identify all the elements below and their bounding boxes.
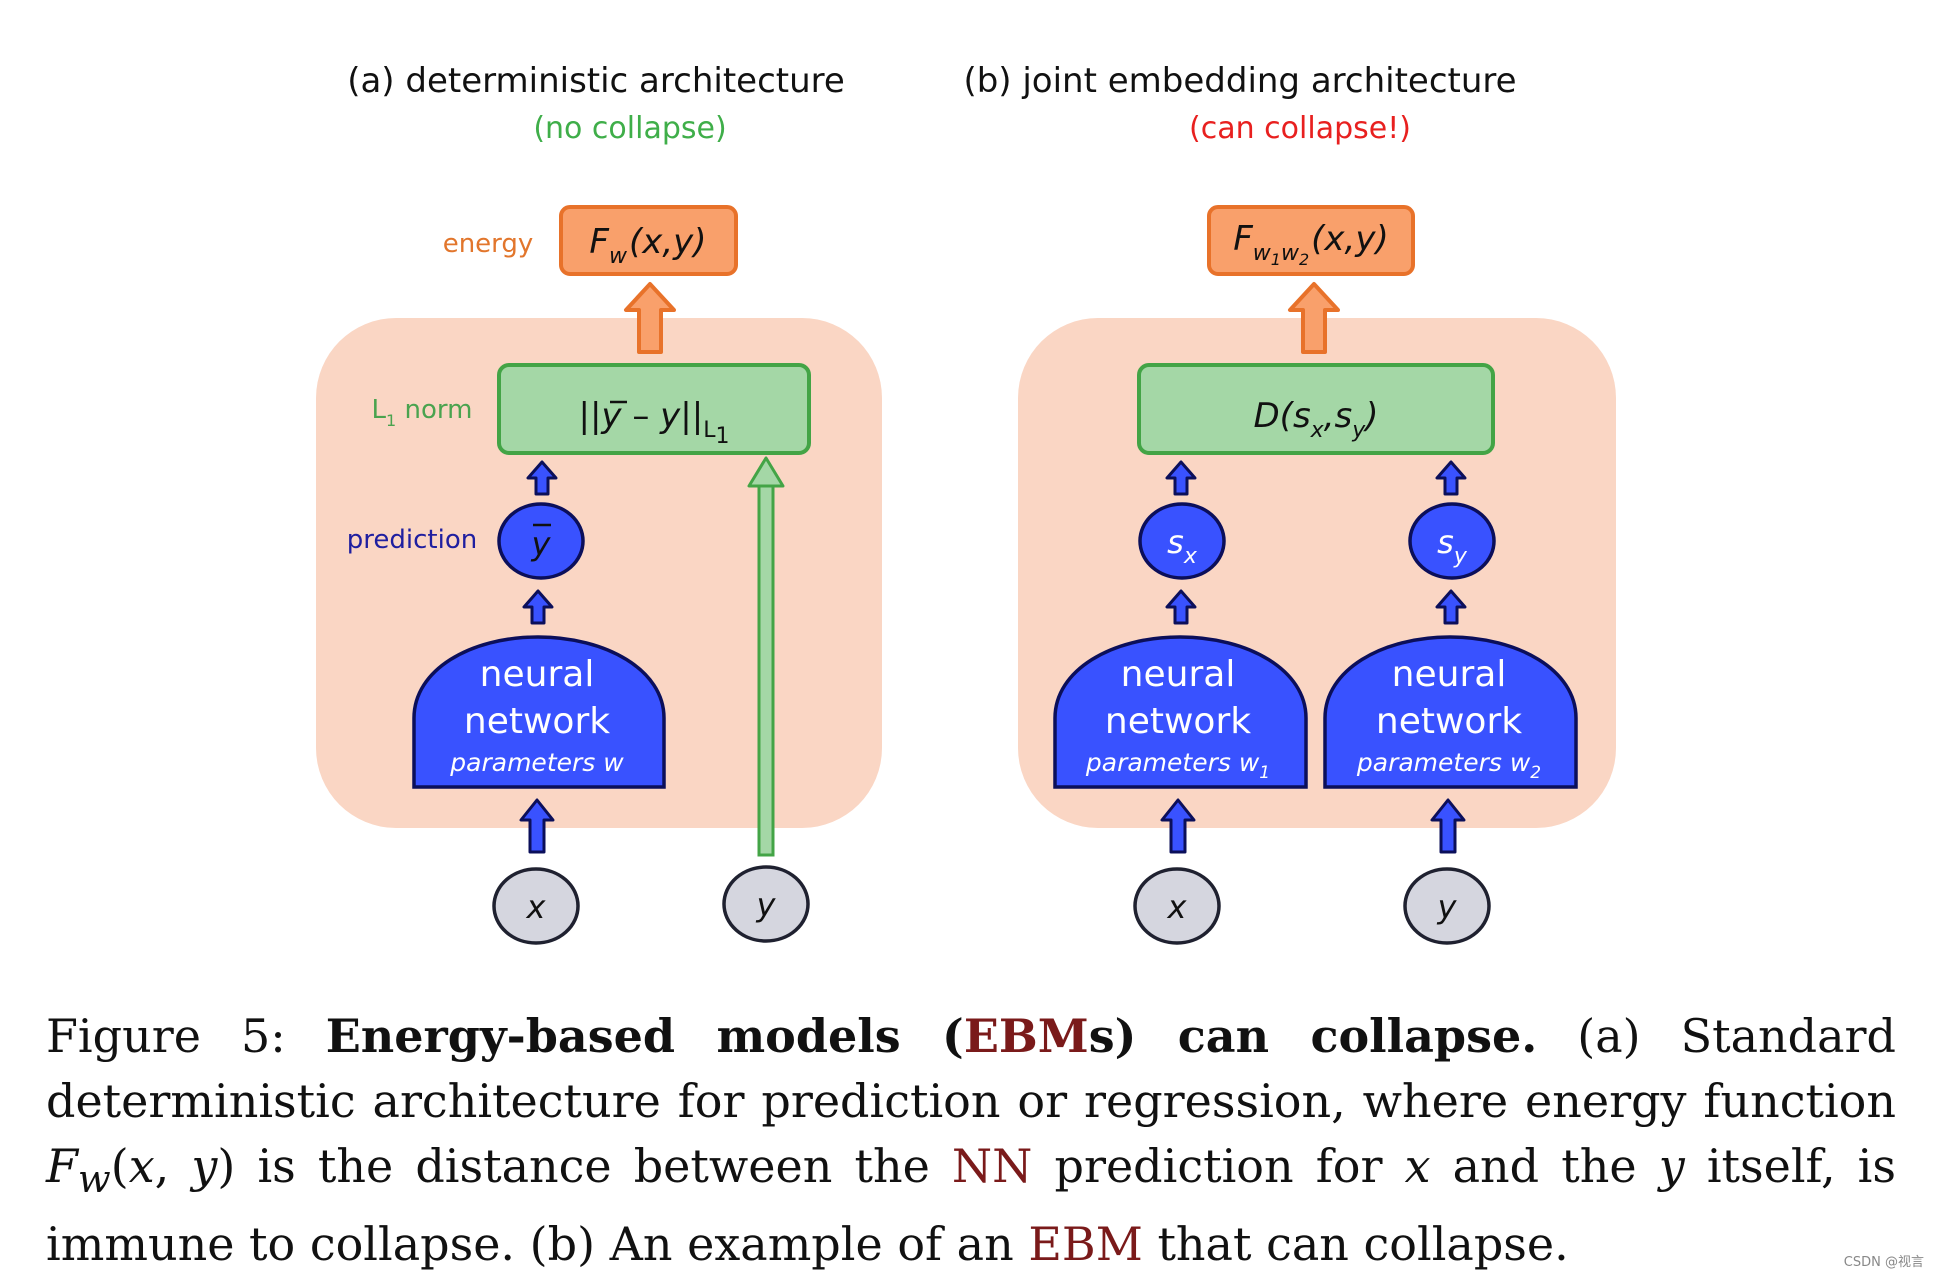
figure-caption: Figure 5: Energy-based models (EBMs) can… [46,1009,1896,1272]
nn-b-right-line1: neural [1392,654,1507,695]
ebm-diagram: (a) deterministic architecture (no colla… [316,61,1616,945]
nn-a-params: parameters w [449,748,624,777]
panel-b-subtitle: (can collapse!) [1189,111,1411,146]
l1-norm-formula: ||y – y||L1 [579,396,730,449]
nn-a-line1: neural [480,654,595,695]
y-passthrough-arrow [747,456,785,857]
neural-network-b-left [1053,635,1308,789]
energy-box-b [1207,205,1415,276]
input-x-b-label: x [1167,888,1188,926]
energy-formula-a: Fw(x,y) [589,222,706,269]
caption-acronym-ebm: EBM [963,1009,1089,1063]
neural-network-b-right [1323,635,1578,789]
sx-node-label: sx [1167,523,1198,569]
nn-b-right-params: parameters w2 [1356,748,1541,783]
neural-network-a [412,635,666,789]
distance-box [1137,363,1495,455]
panel-b-title: (b) joint embedding architecture [963,61,1516,101]
caption-bold-title: Energy-based models (EBMs) can collapse. [325,1009,1538,1063]
caption-acronym-ebm-2: EBM [1028,1217,1143,1272]
nn-b-left-line2: network [1105,701,1251,742]
l1-norm-box [497,363,811,455]
input-x-a [492,867,580,945]
ybar-node-label: y [531,525,552,563]
ybar-node [497,502,585,580]
sx-node [1138,502,1226,580]
nn-b-right-line2: network [1376,701,1522,742]
l1-norm-label: L1 norm [372,395,473,430]
energy-formula-b: Fw1w2(x,y) [1233,219,1389,269]
input-y-b [1403,867,1491,945]
energy-box-a [559,205,738,276]
caption-acronym-nn: NN [951,1139,1033,1193]
nn-b-left-line1: neural [1121,654,1236,695]
input-y-a-label: y [756,886,777,924]
nn-a-line2: network [464,701,610,742]
prediction-label: prediction [347,525,477,555]
panel-a-subtitle: (no collapse) [533,111,726,146]
watermark: CSDN @视言 [1843,1255,1924,1270]
nn-b-left-params: parameters w1 [1085,748,1270,783]
input-x-a-label: x [526,888,547,926]
sy-node [1408,502,1496,580]
input-y-a [722,865,810,943]
input-y-b-label: y [1437,888,1458,926]
panel-b: (b) joint embedding architecture (can co… [963,61,1616,945]
input-x-b [1133,867,1221,945]
distance-formula: D(sx,sy) [1253,396,1378,443]
sy-node-label: sy [1437,523,1468,569]
panel-a-title: (a) deterministic architecture [347,61,845,101]
caption-figure-number: Figure 5: [46,1009,326,1063]
panel-a: (a) deterministic architecture (no colla… [316,61,882,945]
energy-label: energy [443,229,534,259]
